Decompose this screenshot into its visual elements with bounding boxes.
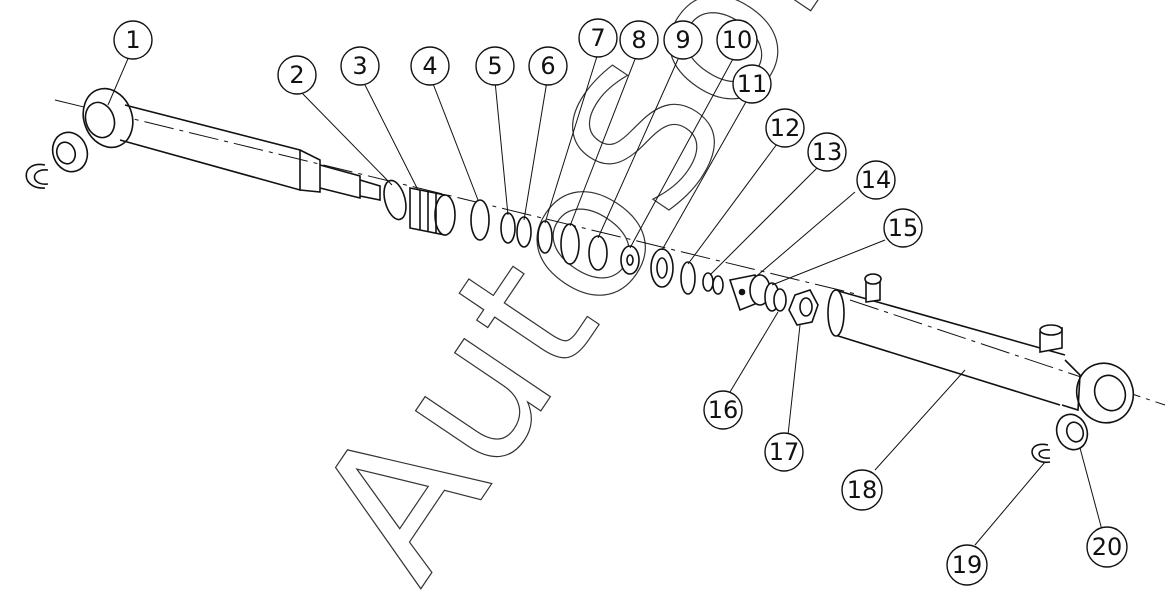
seal-ring-5 xyxy=(500,212,516,244)
washer-10 xyxy=(620,245,640,275)
svg-text:9: 9 xyxy=(675,26,690,54)
seal-ring-12 xyxy=(680,261,696,295)
callout-7: 7 xyxy=(578,18,618,58)
callout-8: 8 xyxy=(619,20,659,60)
callout-14: 14 xyxy=(856,160,896,200)
seal-ring-7 xyxy=(537,220,553,254)
piston-part-3 xyxy=(409,187,456,236)
nut-part-17 xyxy=(788,289,819,326)
callout-19: 19 xyxy=(946,544,988,586)
seal-ring-9 xyxy=(588,235,608,271)
callout-4: 4 xyxy=(410,46,450,86)
svg-text:18: 18 xyxy=(847,476,878,504)
seal-ring-11 xyxy=(650,248,674,288)
svg-text:8: 8 xyxy=(631,26,646,54)
ring-part-2 xyxy=(383,179,407,221)
callout-20: 20 xyxy=(1086,526,1128,568)
callout-16: 16 xyxy=(703,390,743,430)
svg-text:13: 13 xyxy=(812,138,843,166)
svg-text:12: 12 xyxy=(770,114,801,142)
seal-ring-6 xyxy=(516,216,532,248)
svg-text:1: 1 xyxy=(125,26,140,54)
callout-13: 13 xyxy=(807,132,847,172)
svg-text:2: 2 xyxy=(289,61,304,89)
callout-1: 1 xyxy=(113,20,153,60)
seal-ring-4 xyxy=(470,199,490,241)
ring-part-16 xyxy=(773,288,787,312)
callouts: 1 2 3 4 5 6 7 8 9 10 11 12 13 14 15 16 1… xyxy=(113,18,1128,586)
gland-part-14 xyxy=(728,274,771,312)
svg-text:5: 5 xyxy=(487,52,502,80)
callout-17: 17 xyxy=(764,432,804,472)
callout-12: 12 xyxy=(765,108,805,148)
svg-text:16: 16 xyxy=(708,396,739,424)
callout-6: 6 xyxy=(528,46,568,86)
seal-ring-8 xyxy=(560,223,580,265)
left-retaining-ring-part xyxy=(25,131,89,189)
callout-2: 2 xyxy=(277,55,317,95)
svg-text:4: 4 xyxy=(422,52,437,80)
callout-10: 10 xyxy=(716,19,758,61)
svg-text:7: 7 xyxy=(590,24,605,52)
svg-text:14: 14 xyxy=(861,166,892,194)
svg-text:19: 19 xyxy=(952,551,983,579)
svg-text:15: 15 xyxy=(888,214,919,242)
callout-15: 15 xyxy=(883,208,923,248)
callout-3: 3 xyxy=(340,46,380,86)
svg-text:3: 3 xyxy=(352,52,367,80)
center-axis-left xyxy=(54,99,861,296)
svg-text:17: 17 xyxy=(769,438,800,466)
right-retaining-ring-part xyxy=(1031,413,1089,463)
callout-5: 5 xyxy=(475,46,515,86)
svg-text:10: 10 xyxy=(722,26,753,54)
leader-lines xyxy=(107,52,1103,546)
piston-rod-eye-part xyxy=(82,87,381,201)
callout-9: 9 xyxy=(663,20,703,60)
callout-11: 11 xyxy=(732,64,772,104)
svg-text:20: 20 xyxy=(1092,533,1123,561)
callout-18: 18 xyxy=(841,469,883,511)
seal-ring-13 xyxy=(702,272,724,295)
svg-text:11: 11 xyxy=(737,70,768,98)
svg-text:6: 6 xyxy=(540,52,555,80)
cylinder-barrel-part-18 xyxy=(827,273,1135,424)
